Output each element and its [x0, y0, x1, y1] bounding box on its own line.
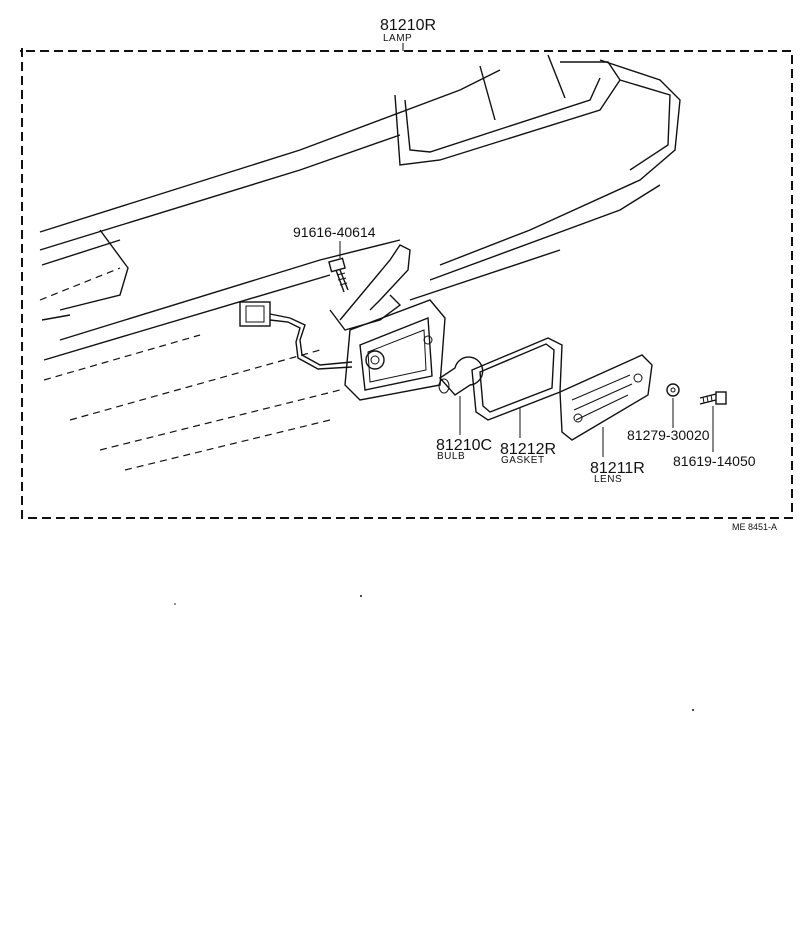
gasket-name: GASKET — [501, 455, 545, 466]
lens-name: LENS — [594, 474, 622, 485]
lens-part-number: 81211R — [590, 460, 645, 477]
lens-icon — [559, 354, 653, 441]
bolt-part-number: 81619-14050 — [673, 453, 756, 469]
nut-part-number: 81279-30020 — [627, 427, 710, 443]
gasket-icon — [471, 337, 563, 421]
lamp-housing — [344, 299, 446, 401]
nut-icon — [666, 383, 680, 397]
scan-specks — [174, 595, 694, 711]
bulb-part-number: 81210C — [436, 437, 492, 454]
mounting-bracket — [329, 244, 411, 331]
screw-icon — [328, 257, 349, 293]
bulb-icon — [438, 356, 484, 396]
bulb-name: BULB — [437, 451, 465, 462]
assembly-frame — [20, 48, 793, 519]
screw-part-number: 91616-40614 — [293, 224, 376, 240]
assembly-part-number: 81210R — [380, 17, 436, 34]
assembly-name: LAMP — [383, 33, 412, 44]
bolt-icon — [699, 391, 727, 405]
gasket-part-number: 81212R — [500, 441, 556, 458]
vehicle-body-outline — [39, 54, 681, 471]
reference-code: ME 8451-A — [732, 522, 777, 532]
wiring-connector-icon — [239, 301, 353, 370]
